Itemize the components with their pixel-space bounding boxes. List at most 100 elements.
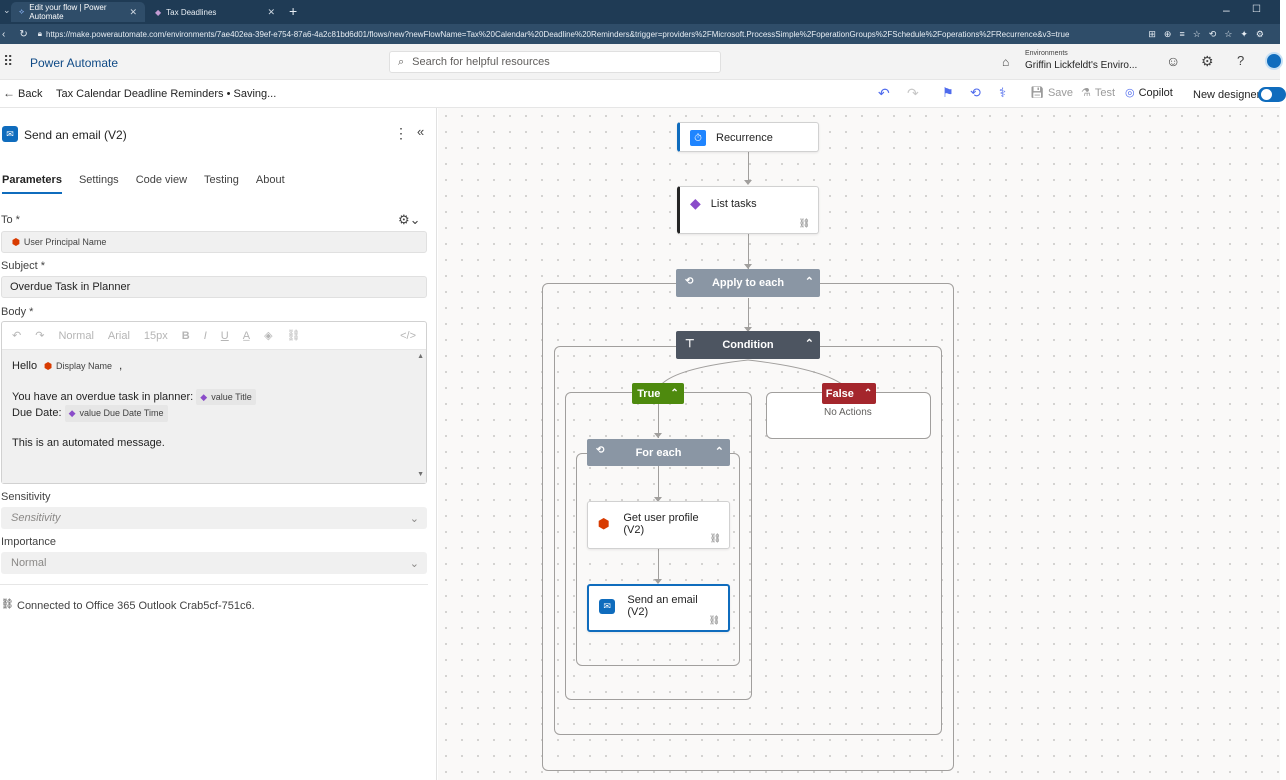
clock-icon: ⏱: [690, 130, 706, 146]
office-icon: ⬢: [12, 236, 20, 247]
back-arrow-icon[interactable]: ‹: [2, 28, 6, 40]
refresh-icon[interactable]: ↻: [19, 28, 28, 40]
recurrence-action[interactable]: ⏱ Recurrence: [677, 122, 819, 152]
search-input[interactable]: Search for helpful resources: [412, 56, 550, 68]
app-launcher-icon[interactable]: ⠿: [3, 53, 14, 69]
new-designer-toggle[interactable]: [1258, 87, 1286, 102]
back-button[interactable]: Back: [18, 88, 43, 100]
feedback-smiley-icon[interactable]: ☺: [1166, 53, 1181, 69]
close-tab-icon[interactable]: ✕: [129, 6, 137, 17]
search-box[interactable]: ⌕ Search for helpful resources: [389, 51, 721, 73]
minimize-icon[interactable]: –: [1223, 3, 1230, 17]
scroll-down-icon[interactable]: ▼: [417, 470, 424, 478]
browser-tab-title: Edit your flow | Power Automate: [29, 3, 107, 21]
flow-title: Tax Calendar Deadline Reminders • Saving…: [56, 88, 277, 100]
settings-gear-icon[interactable]: ⚙︎: [1201, 53, 1214, 69]
copilot-icon: ◎: [1125, 87, 1135, 99]
browser-tab-title: Tax Deadlines: [166, 7, 217, 17]
to-field[interactable]: ⬢ User Principal Name: [1, 231, 427, 253]
office-icon: ⬢: [44, 361, 52, 371]
get-user-profile-action[interactable]: ⬢ Get user profile (V2) ⛓: [587, 501, 730, 549]
flow-canvas[interactable]: ⏱ Recurrence ◆ List tasks ⛓ ⟲ Apply to e…: [438, 108, 1280, 780]
false-label-text: False: [825, 387, 854, 400]
test-beaker-icon: ⚗: [1081, 87, 1091, 99]
browser-toolbar-icons[interactable]: ⊞⊕≡☆⟲☆✦⚙︎: [1148, 28, 1272, 39]
tab-testing[interactable]: Testing: [204, 174, 239, 186]
undo-icon[interactable]: ↶: [878, 85, 890, 101]
false-branch-label[interactable]: False ⌃: [822, 383, 876, 404]
panel-title: Send an email (V2): [24, 128, 127, 142]
connector: [748, 152, 749, 182]
collapse-chevron-icon[interactable]: ⌃: [804, 276, 814, 288]
for-each-title: For each: [635, 446, 682, 459]
subject-input[interactable]: Overdue Task in Planner: [1, 276, 427, 298]
true-branch-label[interactable]: True ⌃: [632, 383, 684, 404]
sensitivity-dropdown[interactable]: Sensitivity ⌄: [1, 507, 427, 529]
italic-button[interactable]: I: [203, 329, 207, 342]
value-title-token[interactable]: ◆ value Title: [196, 388, 256, 405]
tab-about[interactable]: About: [255, 174, 285, 186]
flow-checker-icon[interactable]: ⚑: [942, 85, 954, 100]
url-input[interactable]: https://make.powerautomate.com/environme…: [46, 29, 1070, 39]
app-name[interactable]: Power Automate: [30, 56, 119, 70]
action-title: Recurrence: [716, 132, 773, 144]
tab-parameters[interactable]: Parameters: [2, 174, 62, 194]
redo-icon[interactable]: ↷: [35, 330, 45, 342]
avatar[interactable]: [1265, 52, 1283, 70]
display-name-token[interactable]: ⬢ Display Name: [40, 358, 116, 375]
connector: [658, 549, 659, 583]
list-tasks-action[interactable]: ◆ List tasks ⛓: [677, 186, 819, 234]
size-select[interactable]: 15px: [143, 329, 168, 342]
browser-tab-edit-flow[interactable]: ⟡ Edit your flow | Power Automate ✕: [11, 2, 145, 22]
save-button[interactable]: 💾︎ Save: [1030, 86, 1073, 100]
test-button[interactable]: ⚗ Test: [1081, 86, 1116, 100]
connection-info[interactable]: Connected to Office 365 Outlook Crab5cf-…: [17, 600, 255, 612]
user-principal-name-token[interactable]: ⬢ User Principal Name: [10, 236, 110, 249]
advanced-settings-gear-icon[interactable]: ⚙︎⌄: [398, 212, 421, 227]
value-due-date-token[interactable]: ◆ value Due Date Time: [64, 405, 168, 422]
browser-tab-tax-deadlines[interactable]: ◆ Tax Deadlines ✕: [147, 2, 283, 22]
condition-icon: ⊤: [685, 338, 695, 350]
version-history-icon[interactable]: ⟲: [970, 85, 981, 100]
body-text: Due Date:: [12, 407, 62, 419]
collapse-chevron-icon[interactable]: ⌃: [863, 388, 873, 399]
help-icon[interactable]: ?: [1237, 53, 1245, 68]
collapse-chevron-icon[interactable]: ⌃: [670, 388, 679, 399]
copilot-button[interactable]: ◎ Copilot: [1125, 86, 1173, 100]
bold-button[interactable]: B: [181, 329, 190, 342]
condition-header[interactable]: ⊤ Condition ⌃: [676, 331, 820, 359]
connector-arrow: [654, 497, 662, 502]
tab-code-view[interactable]: Code view: [135, 174, 188, 186]
send-email-action[interactable]: ✉ Send an email (V2) ⛓: [587, 584, 730, 632]
importance-dropdown[interactable]: Normal ⌄: [1, 552, 427, 574]
true-label-text: True: [637, 387, 661, 400]
highlight-icon[interactable]: ◈: [264, 330, 273, 342]
code-view-icon[interactable]: </>: [400, 329, 416, 342]
new-tab-button[interactable]: +: [289, 3, 298, 19]
underline-button[interactable]: U: [220, 329, 229, 342]
tab-settings[interactable]: Settings: [78, 174, 119, 186]
connector: [658, 466, 659, 500]
body-content[interactable]: Hello ⬢ Display Name , You have an overd…: [2, 350, 426, 483]
collapse-chevron-icon[interactable]: ⌃: [804, 338, 814, 350]
back-arrow-icon[interactable]: ←: [3, 86, 15, 100]
collapse-panel-icon[interactable]: «: [417, 124, 425, 139]
body-editor[interactable]: ↶ ↷ Normal Arial 15px B I U A̲ ◈ ⛓ </> H…: [1, 321, 427, 484]
apply-to-each-header[interactable]: ⟲ Apply to each ⌃: [676, 269, 820, 297]
close-tab-icon[interactable]: ✕: [267, 6, 275, 17]
tab-list-chevron-icon[interactable]: ⌄: [3, 5, 11, 15]
format-select[interactable]: Normal: [58, 329, 94, 342]
flow-checker-stethoscope-icon[interactable]: ⚕: [999, 85, 1007, 100]
collapse-chevron-icon[interactable]: ⌃: [714, 446, 724, 458]
font-color-icon[interactable]: A̲: [242, 329, 251, 342]
scroll-up-icon[interactable]: ▲: [417, 353, 424, 360]
maximize-icon[interactable]: ☐: [1252, 4, 1261, 15]
link-icon[interactable]: ⛓: [286, 330, 301, 342]
for-each-header[interactable]: ⟲ For each ⌃: [587, 439, 730, 466]
undo-icon[interactable]: ↶: [12, 330, 22, 342]
redo-icon[interactable]: ↷: [907, 85, 919, 101]
environment-picker[interactable]: Griffin Lickfeldt's Enviro...: [1025, 60, 1138, 71]
font-select[interactable]: Arial: [107, 329, 130, 342]
more-options-icon[interactable]: ⋮: [394, 125, 408, 141]
test-label: Test: [1094, 86, 1116, 99]
